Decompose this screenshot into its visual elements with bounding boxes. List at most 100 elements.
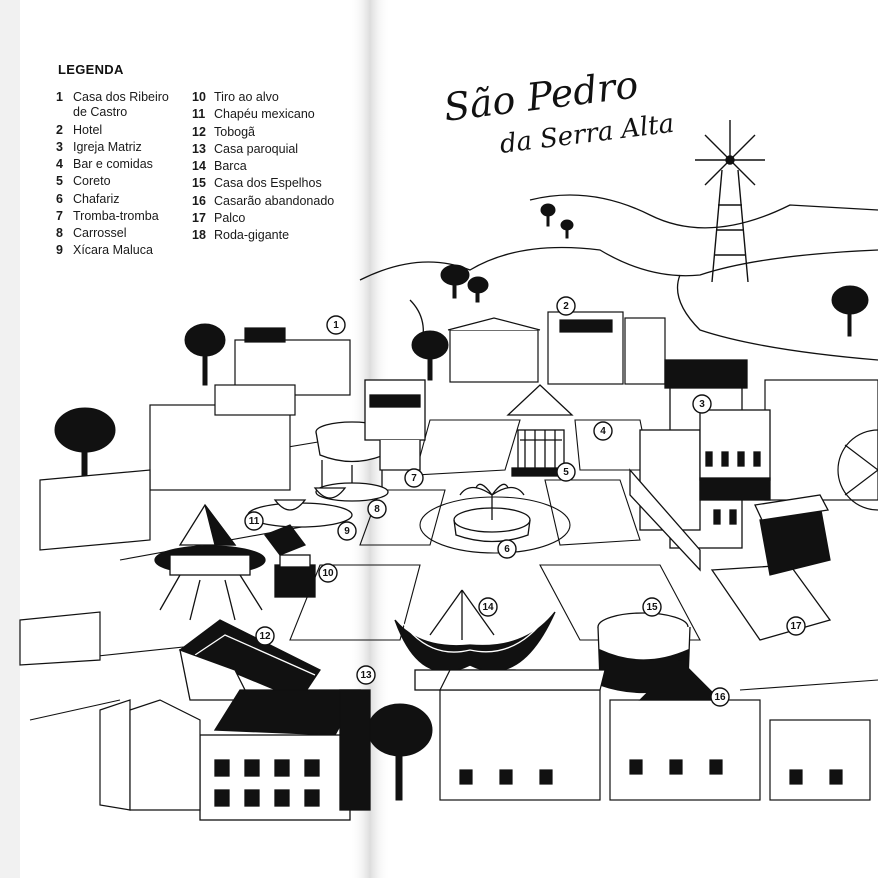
map-marker-circle (786, 616, 806, 636)
legend-item-number: 5 (56, 174, 63, 189)
tree-icon (831, 285, 869, 337)
legend-item: 7 Tromba-tromba (56, 209, 176, 224)
bandstand-icon (506, 384, 574, 477)
legend-item-label: Tiro ao alvo (214, 90, 279, 104)
map-marker-number: 17 (790, 621, 802, 632)
map-marker: 7 (404, 468, 424, 488)
map-marker-number: 14 (482, 602, 494, 613)
slide-icon (178, 619, 321, 701)
map-marker-circle (692, 394, 712, 414)
map-marker-number: 3 (699, 399, 705, 410)
map-marker: 16 (710, 687, 730, 707)
legend-item-label: Bar e comidas (73, 157, 153, 171)
legend-item-label: Tromba-tromba (73, 208, 159, 223)
map-marker-circle (497, 539, 517, 559)
map-marker-circle (356, 665, 376, 685)
buildings-back (149, 311, 878, 501)
plaza-paths (29, 419, 878, 721)
legend-item-number: 7 (56, 208, 63, 223)
map-marker: 5 (556, 462, 576, 482)
legend-item: 5 Coreto (56, 174, 176, 189)
map-marker-number: 12 (259, 631, 271, 642)
legend-item-number: 10 (192, 90, 206, 104)
legend-item: 13 Casa paroquial (192, 142, 352, 157)
page-edge-left (0, 0, 20, 878)
map-marker-circle (255, 626, 275, 646)
map-marker-number: 13 (360, 670, 372, 681)
map-marker: 11 (244, 511, 264, 531)
map-marker: 3 (692, 394, 712, 414)
fountain-icon (453, 483, 531, 543)
legend-item-number: 13 (192, 141, 206, 156)
legend-item-label: Coreto (73, 174, 111, 189)
legend-title: LEGENDA (58, 62, 124, 77)
trees (54, 203, 869, 801)
map-marker: 15 (642, 597, 662, 617)
map-marker-number: 2 (563, 301, 569, 312)
map-marker-circle (404, 468, 424, 488)
legend-item-number: 12 (192, 124, 206, 139)
map-marker-number: 6 (504, 544, 510, 555)
map-marker: 10 (318, 563, 338, 583)
tree-icon (440, 264, 470, 299)
legend-item-label: Palco (214, 210, 246, 225)
tree-icon (367, 703, 433, 801)
map-marker-number: 8 (374, 504, 380, 515)
legend-item-label: Casa dos Ribeiro de Castro (73, 90, 169, 120)
map-marker-number: 5 (563, 467, 569, 478)
legend-item-number: 17 (192, 210, 206, 225)
map-marker-circle (318, 563, 338, 583)
legend-item-number: 8 (56, 226, 63, 240)
map-marker-circle (556, 462, 576, 482)
legend-item-label: Casa paroquial (214, 141, 299, 156)
legend-item-label: Hotel (73, 122, 103, 137)
map-marker: 1 (326, 315, 346, 335)
legend-item-label: Casarão abandonado (214, 193, 335, 208)
legend-item: 1 Casa dos Ribeiro de Castro (56, 90, 176, 121)
shooting-gallery-icon (274, 554, 316, 598)
legend-item-number: 6 (56, 191, 63, 206)
map-marker-number: 7 (411, 473, 417, 484)
windmill-icon (695, 120, 765, 283)
legend-item-number: 15 (192, 176, 206, 191)
legend-item-number: 18 (192, 228, 206, 242)
map-marker-circle (556, 296, 576, 316)
legend-item-number: 11 (192, 107, 206, 122)
legend-item-number: 1 (56, 90, 63, 104)
map-marker-number: 16 (714, 692, 726, 703)
legend-item-number: 4 (56, 157, 63, 171)
legend-item: 3 Igreja Matriz (56, 140, 176, 155)
ferris-wheel-icon (837, 429, 878, 511)
legend-item-number: 14 (192, 159, 206, 173)
map-marker: 4 (593, 421, 613, 441)
tree-icon (540, 203, 556, 227)
legend-item-label: Tobogã (214, 124, 256, 139)
legend-item-label: Igreja Matriz (73, 139, 142, 154)
map-marker-number: 1 (333, 320, 339, 331)
legend-item: 17 Palco (192, 211, 352, 226)
teacups-icon (247, 487, 353, 556)
tree-icon (184, 323, 226, 386)
hills (359, 194, 878, 361)
legend-item-label: Barca (214, 159, 247, 173)
map-marker-circle (367, 499, 387, 519)
mexican-hat-icon (154, 503, 266, 621)
tree-icon (467, 276, 489, 303)
legend-item: 10 Tiro ao alvo (192, 90, 352, 105)
map-marker-circle (337, 521, 357, 541)
legend-item: 14 Barca (192, 159, 352, 174)
map-marker-number: 15 (646, 602, 658, 613)
map-marker: 9 (337, 521, 357, 541)
legend-item-number: 3 (56, 139, 63, 154)
map-marker: 12 (255, 626, 275, 646)
